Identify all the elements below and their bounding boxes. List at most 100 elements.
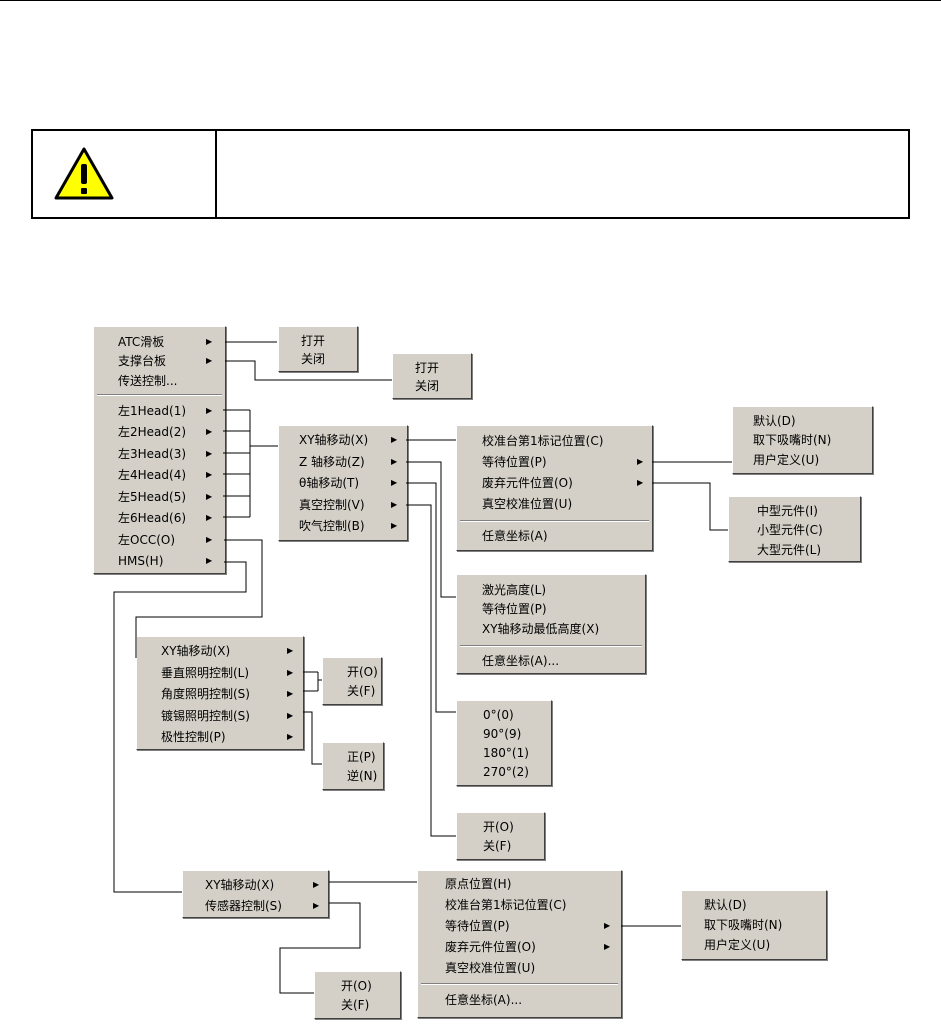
submenu-arrow-icon: ▶ <box>206 427 213 436</box>
menu-item-label: 校准台第1标记位置(C) <box>445 898 567 912</box>
menu-item[interactable]: 小型元件(C) <box>729 521 860 539</box>
menu-item-label: 关闭 <box>301 352 326 366</box>
menu-item[interactable]: 大型元件(L) <box>729 541 860 559</box>
menu-item[interactable]: 默认(D) <box>682 896 826 914</box>
menu-item-label: 任意坐标(A) <box>482 529 548 543</box>
submenu-arrow-icon: ▶ <box>313 901 320 910</box>
menu-item[interactable]: 左6Head(6)▶ <box>94 509 225 527</box>
menu-item[interactable]: 吹气控制(B)▶ <box>279 517 407 535</box>
menu-item[interactable]: 关(F) <box>323 682 381 700</box>
menu-item[interactable]: 180°(1) <box>457 744 551 762</box>
menu-item[interactable]: 校准台第1标记位置(C) <box>457 432 652 450</box>
context-menu-m13: 开(O)关(F) <box>456 812 545 860</box>
menu-item-label: XY轴移动(X) <box>205 878 275 892</box>
menu-item[interactable]: 开(O) <box>457 818 544 836</box>
menu-item-label: 打开 <box>301 334 326 348</box>
menu-item[interactable]: 任意坐标(A)... <box>457 652 645 670</box>
menu-item[interactable]: 默认(D) <box>733 412 872 430</box>
menu-item[interactable]: 极性控制(P)▶ <box>137 728 303 746</box>
menu-separator <box>460 520 649 522</box>
menu-item[interactable]: 等待位置(P)▶ <box>457 453 652 471</box>
menu-item[interactable]: 中型元件(I) <box>729 502 860 520</box>
context-menu-m10: 开(O)关(F) <box>322 657 382 705</box>
menu-item[interactable]: 校准台第1标记位置(C) <box>418 896 621 914</box>
warning-triangle-icon <box>53 146 115 202</box>
submenu-arrow-icon: ▶ <box>206 449 213 458</box>
menu-item[interactable]: 真空控制(V) ▶ <box>279 496 407 514</box>
menu-item-label: 左1Head(1) <box>118 404 187 418</box>
menu-item[interactable]: 正(P) <box>323 748 383 766</box>
menu-item[interactable]: Z 轴移动(Z)▶ <box>279 453 407 471</box>
menu-item[interactable]: 垂直照明控制(L)▶ <box>137 664 303 682</box>
menu-item[interactable]: XY轴移动(X)▶ <box>137 642 303 660</box>
menu-item[interactable]: 左1Head(1)▶ <box>94 402 225 420</box>
menu-item-label: 默认(D) <box>704 898 747 912</box>
menu-item[interactable]: 取下吸嘴时(N) <box>733 431 872 449</box>
menu-item[interactable]: 等待位置(P)▶ <box>418 917 621 935</box>
menu-item[interactable]: 打开 <box>393 359 471 377</box>
menu-item[interactable]: 原点位置(H) <box>418 875 621 893</box>
menu-item-label: 等待位置(P) <box>482 602 547 616</box>
context-menu-m6: 默认(D) 取下吸嘴时(N) 用户定义(U) <box>732 406 873 474</box>
menu-item[interactable]: 左5Head(5)▶ <box>94 488 225 506</box>
menu-item[interactable]: 用户定义(U) <box>682 936 826 954</box>
menu-item[interactable]: 真空校准位置(U) <box>418 959 621 977</box>
menu-item[interactable]: HMS(H)▶ <box>94 552 225 570</box>
menu-item[interactable]: 用户定义(U) <box>733 451 872 469</box>
menu-item[interactable]: 传送控制... <box>94 372 225 390</box>
menu-item[interactable]: 逆(N) <box>323 767 383 785</box>
menu-item[interactable]: 任意坐标(A) <box>457 527 652 545</box>
context-menu-m15: 原点位置(H) 校准台第1标记位置(C) 等待位置(P)▶ 废弃元件位置(O)▶ 真空校… <box>417 870 622 1018</box>
menu-item[interactable]: 开(O) <box>323 663 381 681</box>
menu-item[interactable]: θ轴移动(T)▶ <box>279 474 407 492</box>
context-menu-m2: 打开关闭 <box>278 326 358 372</box>
menu-item-label: 角度照明控制(S) <box>161 687 250 701</box>
menu-item-label: 废弃元件位置(O) <box>482 476 573 490</box>
menu-item[interactable]: 关闭 <box>279 350 357 368</box>
menu-item[interactable]: 打开 <box>279 332 357 350</box>
menu-item[interactable]: 左3Head(3) ▶ <box>94 445 225 463</box>
menu-item-label: 开(O) <box>341 979 372 993</box>
menu-item[interactable]: 90°(9) <box>457 725 551 743</box>
menu-item[interactable]: 角度照明控制(S)▶ <box>137 685 303 703</box>
menu-item[interactable]: XY轴移动(X)▶ <box>279 431 407 449</box>
menu-item[interactable]: 关闭 <box>393 377 471 395</box>
menu-item-label: XY轴移动(X) <box>161 644 231 658</box>
menu-item[interactable]: 镀锡照明控制(S)▶ <box>137 707 303 725</box>
menu-item[interactable]: 开(O) <box>315 977 400 995</box>
menu-item[interactable]: 270°(2) <box>457 763 551 781</box>
menu-item-label: θ轴移动(T) <box>299 476 360 490</box>
menu-item[interactable]: 真空校准位置(U) <box>457 495 652 513</box>
menu-item[interactable]: 支撑台板▶ <box>94 352 225 370</box>
menu-item[interactable]: 传感器控制(S) ▶ <box>183 897 328 915</box>
menu-item-label: Z 轴移动(Z) <box>299 455 365 469</box>
menu-item[interactable]: 等待位置(P) <box>457 600 645 618</box>
menu-item-label: 原点位置(H) <box>445 877 512 891</box>
context-menu-m3: 打开关闭 <box>392 353 472 399</box>
warning-box <box>31 129 910 219</box>
menu-item[interactable]: 废弃元件位置(O)▶ <box>457 474 652 492</box>
submenu-arrow-icon: ▶ <box>391 500 398 509</box>
menu-item[interactable]: 废弃元件位置(O)▶ <box>418 938 621 956</box>
submenu-arrow-icon: ▶ <box>637 457 644 466</box>
menu-item-label: 左3Head(3) <box>118 447 187 461</box>
menu-item-label: 左OCC(O) <box>118 533 176 547</box>
menu-item-label: 真空控制(V) <box>299 498 365 512</box>
menu-item[interactable]: ATC滑板▶ <box>94 333 225 351</box>
menu-item[interactable]: 左2Head(2)▶ <box>94 423 225 441</box>
menu-item[interactable]: 任意坐标(A)... <box>418 991 621 1009</box>
menu-item[interactable]: 激光高度(L) <box>457 581 645 599</box>
menu-item[interactable]: 左4Head(4)▶ <box>94 466 225 484</box>
menu-item[interactable]: 关(F) <box>315 996 400 1014</box>
menu-item[interactable]: 关(F) <box>457 837 544 855</box>
menu-item-label: 逆(N) <box>347 769 378 783</box>
menu-item-label: 垂直照明控制(L) <box>161 666 250 680</box>
menu-item-label: 传感器控制(S) <box>205 899 282 913</box>
menu-item[interactable]: XY轴移动最低高度(X) <box>457 620 645 638</box>
menu-item[interactable]: XY轴移动(X)▶ <box>183 876 328 894</box>
menu-item[interactable]: 0°(0) <box>457 706 551 724</box>
context-menu-m17: 开(O) 关(F) <box>314 971 401 1019</box>
menu-item[interactable]: 取下吸嘴时(N) <box>682 916 826 934</box>
menu-item-label: 默认(D) <box>753 414 796 428</box>
menu-item[interactable]: 左OCC(O)▶ <box>94 531 225 549</box>
